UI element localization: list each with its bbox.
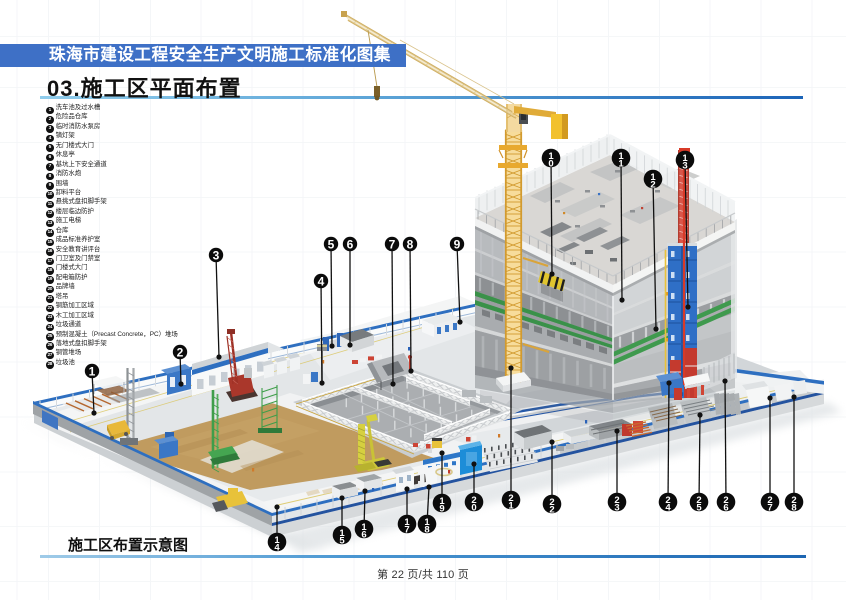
svg-text:1: 1	[682, 153, 688, 164]
svg-text:6: 6	[347, 237, 354, 251]
svg-text:1: 1	[439, 496, 445, 507]
svg-text:2: 2	[614, 495, 619, 506]
svg-text:4: 4	[665, 503, 671, 514]
svg-text:6: 6	[723, 503, 728, 514]
svg-text:3: 3	[614, 503, 619, 514]
svg-text:2: 2	[723, 495, 728, 506]
svg-text:8: 8	[424, 525, 429, 536]
svg-text:5: 5	[696, 503, 702, 514]
svg-text:0: 0	[548, 159, 553, 170]
svg-text:2: 2	[696, 495, 701, 506]
svg-text:1: 1	[650, 172, 656, 183]
svg-text:4: 4	[318, 274, 325, 288]
svg-text:7: 7	[404, 525, 409, 536]
svg-text:8: 8	[407, 237, 414, 251]
svg-text:7: 7	[767, 503, 772, 514]
svg-text:4: 4	[274, 543, 280, 554]
svg-text:7: 7	[389, 237, 396, 251]
svg-text:2: 2	[177, 345, 184, 359]
svg-text:1: 1	[508, 501, 514, 512]
svg-text:0: 0	[471, 503, 476, 514]
svg-text:1: 1	[618, 151, 624, 162]
svg-text:1: 1	[404, 517, 410, 528]
svg-text:2: 2	[767, 495, 772, 506]
svg-text:1: 1	[424, 517, 430, 528]
svg-text:6: 6	[361, 530, 366, 541]
svg-text:3: 3	[213, 248, 220, 262]
svg-text:8: 8	[791, 503, 796, 514]
svg-text:2: 2	[549, 505, 554, 516]
svg-text:2: 2	[549, 497, 554, 508]
svg-text:5: 5	[339, 536, 345, 547]
svg-text:1: 1	[274, 535, 280, 546]
svg-text:2: 2	[665, 495, 670, 506]
svg-text:9: 9	[454, 237, 461, 251]
svg-text:2: 2	[471, 495, 476, 506]
svg-text:2: 2	[650, 180, 655, 191]
svg-text:9: 9	[439, 504, 444, 515]
svg-text:2: 2	[791, 495, 796, 506]
svg-text:3: 3	[682, 161, 687, 172]
svg-text:1: 1	[361, 522, 367, 533]
svg-text:1: 1	[339, 528, 345, 539]
svg-text:5: 5	[328, 237, 335, 251]
svg-text:2: 2	[508, 493, 513, 504]
svg-text:1: 1	[548, 151, 554, 162]
svg-text:1: 1	[89, 364, 96, 378]
svg-text:1: 1	[618, 159, 624, 170]
